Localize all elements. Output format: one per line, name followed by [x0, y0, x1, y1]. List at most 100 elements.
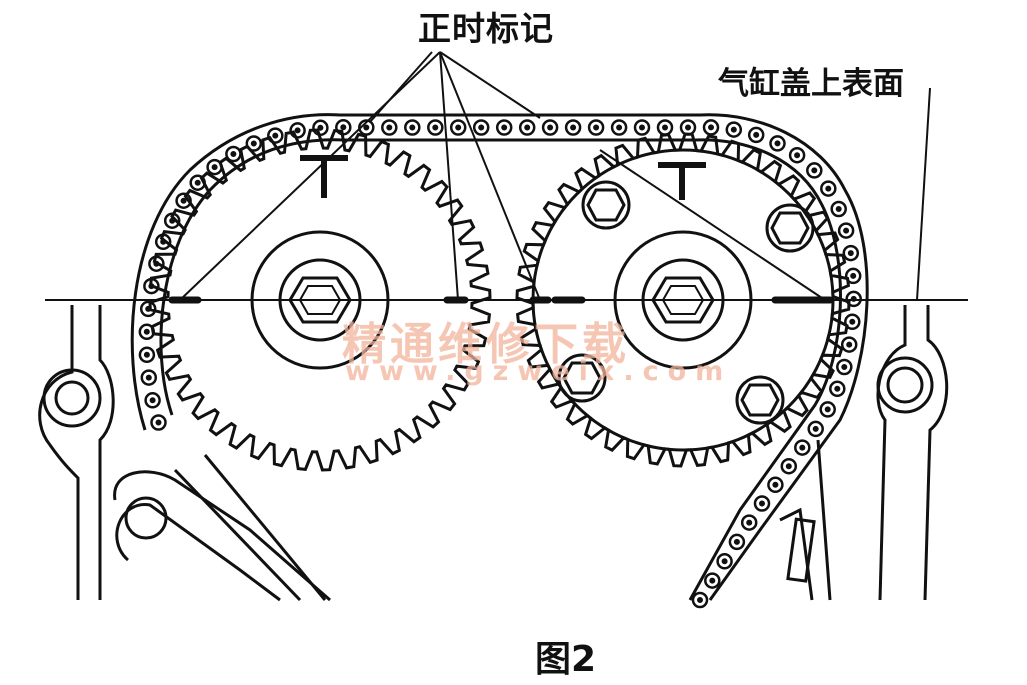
chain-link: [704, 572, 721, 589]
chain-link: [175, 192, 192, 209]
chain-link-pin: [825, 185, 832, 192]
chain-link: [753, 495, 771, 512]
chain-link-pin: [149, 397, 156, 404]
chain-link-pin: [409, 124, 416, 131]
chain-link: [840, 336, 858, 353]
chain-link: [541, 119, 559, 136]
chain-link-pin: [811, 167, 818, 174]
chain-link-pin: [143, 351, 150, 358]
chain-link-pin: [317, 124, 324, 131]
chain-link-pin: [180, 197, 187, 204]
chain-link-pin: [662, 124, 668, 131]
chain-link: [427, 119, 444, 136]
chain-link: [138, 346, 156, 364]
chain-link-pin: [824, 406, 831, 413]
chain-link-pin: [721, 558, 728, 565]
cylinder-head-surface-label: 气缸盖上表面: [718, 66, 904, 102]
chain-link: [767, 476, 784, 494]
chain-link-pin: [340, 124, 347, 131]
chain-link: [150, 414, 167, 431]
figure-caption: 图2: [535, 639, 597, 680]
chain-link: [716, 553, 733, 570]
chain-link-pin: [593, 124, 600, 131]
chain-link-pin: [386, 124, 393, 131]
chain-link: [518, 119, 536, 136]
chain-link: [140, 369, 158, 386]
chain-link-pin: [841, 364, 848, 370]
chain-link: [836, 358, 853, 376]
chain-link-pin: [774, 140, 781, 147]
chain-link: [769, 135, 786, 152]
chain-link: [144, 392, 161, 409]
chain-link-pin: [753, 131, 760, 138]
chain-link: [842, 244, 860, 262]
chain-link-pin: [432, 124, 439, 131]
chain-link-pin: [847, 250, 854, 257]
chain-link-pin: [250, 140, 257, 147]
timing-chain: [130, 113, 869, 609]
chain-link-pin: [708, 124, 714, 131]
timing-mark-leader-lines: [179, 51, 826, 301]
chain-link: [844, 313, 861, 331]
chain-link-pin: [685, 124, 691, 131]
chain-link: [449, 119, 467, 136]
chain-link: [830, 200, 847, 218]
chain-link: [820, 180, 837, 197]
chain-link-pin: [709, 577, 716, 584]
chain-link-pin: [547, 124, 554, 131]
chain-link: [587, 119, 605, 136]
chain-link-pin: [524, 124, 531, 131]
chain-link: [788, 146, 806, 164]
chain-link: [845, 290, 862, 308]
chain-link: [139, 300, 157, 318]
chain-link: [728, 533, 746, 551]
chain-link-pin: [733, 538, 740, 545]
chain-link: [404, 119, 421, 136]
chain-link: [829, 380, 846, 398]
chain-link-pin: [812, 425, 819, 432]
chain-link: [691, 591, 709, 609]
chain-link: [267, 127, 284, 144]
chain-link: [495, 119, 513, 136]
chain-link: [472, 119, 490, 136]
chain-link: [564, 119, 582, 136]
chain-link: [794, 439, 811, 456]
chain-link-pin: [846, 341, 853, 348]
chain-links: [138, 119, 862, 609]
chain-link-pin: [616, 124, 623, 131]
chain-link: [610, 119, 628, 136]
chain-link: [702, 119, 720, 136]
chain-link-pin: [843, 227, 850, 234]
chain-link: [819, 401, 836, 418]
chain-link: [740, 514, 758, 531]
chain-link: [633, 119, 651, 136]
chain-link-pin: [772, 481, 779, 488]
chain-link-pin: [143, 328, 150, 335]
chain-link-pin: [746, 519, 753, 526]
chain-link: [807, 420, 824, 438]
chain-link-pin: [730, 126, 737, 133]
chain-link: [780, 457, 798, 475]
chain-link-pin: [155, 419, 162, 426]
chain-link-pin: [799, 444, 806, 451]
chain-link-pin: [850, 272, 857, 279]
timing-marks-label: 正时标记: [418, 9, 554, 48]
chain-link-pin: [835, 206, 842, 212]
chain-link-pin: [194, 179, 201, 186]
chain-link-pin: [639, 124, 645, 131]
chain-link-pin: [794, 152, 801, 159]
chain-link: [358, 119, 375, 136]
chain-link-pin: [785, 463, 792, 470]
chain-link-pin: [363, 124, 370, 131]
chain-link: [844, 267, 862, 285]
chain-link-pin: [849, 318, 856, 325]
left-sprocket-teeth: [148, 128, 492, 472]
chain-link: [837, 222, 855, 239]
chain-link-pin: [145, 374, 152, 381]
chain-link-pin: [759, 500, 765, 507]
chain-link-pin: [272, 132, 279, 139]
chain-link-pin: [570, 124, 577, 131]
chain-link-pin: [230, 151, 237, 157]
chain-link: [747, 126, 765, 144]
